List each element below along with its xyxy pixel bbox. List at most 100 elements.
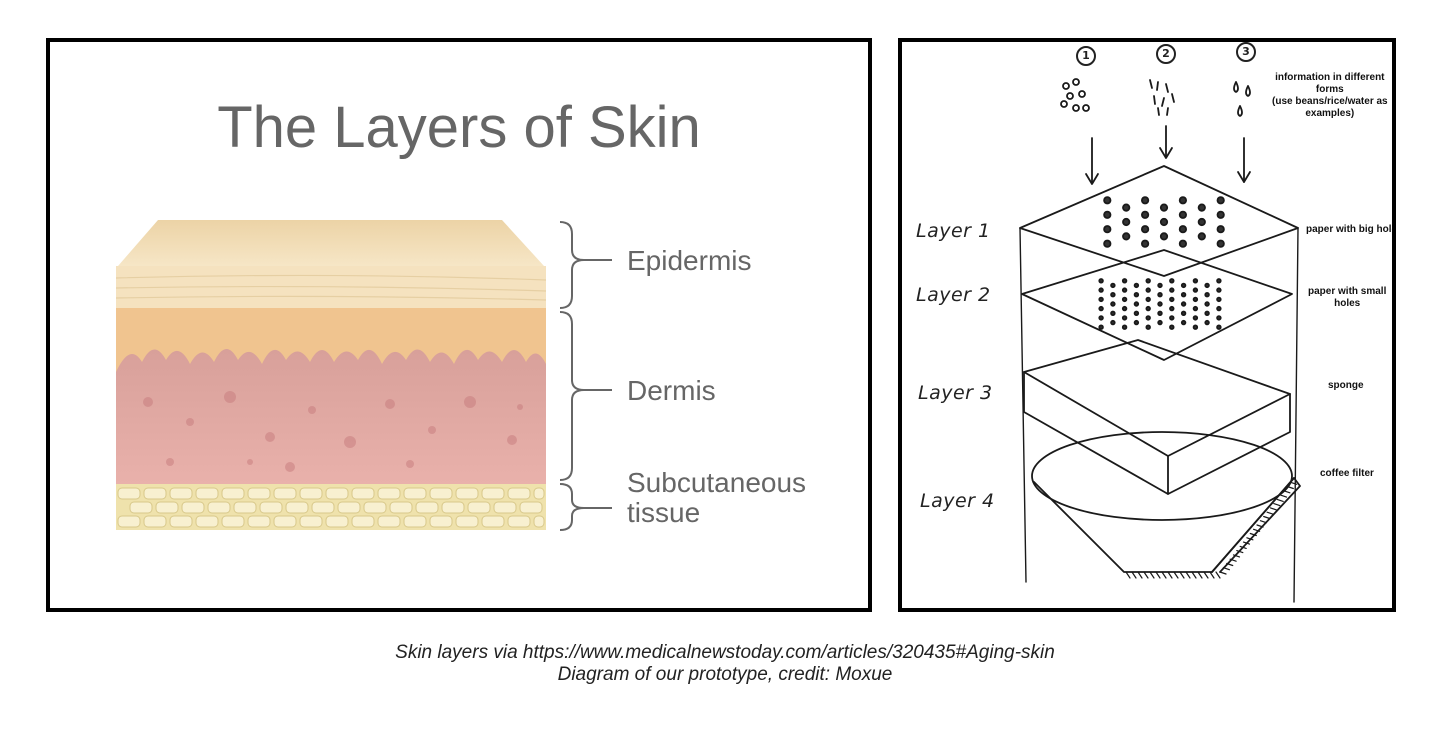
info-note-line-4: examples) (1305, 108, 1355, 119)
fat-cell (273, 487, 297, 500)
big-hole (1122, 203, 1131, 212)
hatch-stroke (1167, 571, 1173, 579)
fat-cell (455, 487, 479, 500)
prototype-sketch-panel: 1 2 3 information in different forms (us… (898, 38, 1396, 612)
fat-cell (507, 515, 531, 528)
small-hole (1121, 296, 1128, 303)
layer-2-note-line-1: paper with small (1308, 286, 1387, 297)
hatch-stroke (1173, 571, 1179, 579)
fat-cell (169, 487, 193, 500)
small-hole (1192, 296, 1199, 303)
big-hole (1103, 239, 1112, 248)
big-hole (1122, 232, 1131, 241)
small-hole (1098, 296, 1104, 303)
hatch-stroke (1269, 507, 1278, 511)
hatch-stroke (1279, 494, 1288, 498)
small-hole (1157, 319, 1163, 326)
fat-cell (415, 501, 439, 514)
big-hole (1216, 210, 1225, 219)
small-hole (1204, 319, 1210, 326)
dermis-lower-layer (116, 348, 546, 484)
small-hole (1192, 324, 1199, 330)
small-hole (1157, 282, 1163, 289)
hatch-stroke (1197, 571, 1203, 579)
fat-cell (481, 487, 505, 500)
fat-cell (129, 501, 153, 514)
small-hole (1180, 319, 1187, 326)
small-hole (1145, 305, 1151, 312)
fat-cell (403, 515, 427, 528)
small-hole (1098, 324, 1104, 330)
fat-cell (377, 487, 401, 500)
layer-4-coffee-filter (1031, 431, 1301, 573)
fat-cell (325, 487, 349, 500)
fat-cell (221, 487, 245, 500)
fat-cell (233, 501, 257, 514)
small-hole (1121, 287, 1128, 293)
fat-cell (285, 501, 309, 514)
small-hole (1157, 301, 1163, 307)
hatch-stroke (1137, 571, 1143, 579)
layer-1-sheet (1019, 165, 1299, 277)
small-holes (1098, 278, 1222, 330)
skin-title: The Layers of Skin (217, 95, 701, 160)
hatch-stroke (1266, 511, 1274, 515)
small-hole (1110, 282, 1116, 289)
fat-cell (429, 487, 453, 500)
hatch-stroke (1263, 515, 1271, 520)
hatch-stroke (1273, 503, 1281, 507)
big-hole (1178, 210, 1187, 219)
big-hole (1178, 225, 1187, 234)
hatch-stroke (1222, 567, 1230, 571)
arrow-1-icon (1085, 137, 1099, 185)
small-hole (1180, 301, 1187, 307)
small-hole (1121, 305, 1128, 312)
small-hole (1121, 315, 1128, 321)
subcutaneous-label: Subcutaneous tissue (627, 468, 806, 528)
big-hole (1216, 225, 1225, 234)
layer-1-label: Layer 1 (916, 220, 991, 242)
big-hole (1159, 217, 1169, 227)
hatch-stroke (1283, 490, 1291, 494)
small-hole (1169, 305, 1175, 312)
fat-cell (299, 515, 323, 528)
big-hole (1197, 232, 1206, 241)
small-hole (1169, 324, 1175, 330)
fat-cell (481, 515, 505, 528)
small-hole (1098, 287, 1104, 293)
fat-cell (507, 487, 531, 500)
big-hole (1216, 239, 1225, 248)
fat-cell (351, 515, 375, 528)
big-hole (1159, 232, 1169, 241)
big-hole (1141, 239, 1150, 248)
hatch-stroke (1203, 571, 1209, 579)
big-hole (1141, 225, 1150, 234)
big-hole (1103, 196, 1112, 205)
small-hole (1133, 282, 1140, 289)
small-hole (1098, 305, 1104, 312)
hatch-stroke (1125, 571, 1131, 579)
fat-cell (441, 501, 465, 514)
small-hole (1204, 291, 1210, 298)
fat-cell (221, 515, 245, 528)
hatch-stroke (1276, 498, 1284, 502)
fat-cell (181, 501, 205, 514)
big-hole (1216, 196, 1225, 205)
small-hole (1121, 278, 1128, 284)
small-hole (1157, 291, 1163, 298)
hatch-stroke (1161, 571, 1167, 579)
hatch-stroke (1259, 520, 1267, 524)
big-hole (1197, 203, 1206, 212)
hatch-stroke (1209, 571, 1215, 579)
big-hole (1103, 210, 1112, 219)
big-hole (1122, 217, 1131, 227)
hatch-stroke (1215, 571, 1221, 579)
fat-cell (389, 501, 413, 514)
epidermis-label: Epidermis (627, 245, 752, 276)
hatch-stroke (1232, 554, 1241, 558)
small-hole (1216, 296, 1222, 303)
fat-cell (351, 487, 375, 500)
small-hole (1204, 310, 1210, 316)
fat-cell (363, 501, 387, 514)
small-hole (1145, 287, 1151, 293)
